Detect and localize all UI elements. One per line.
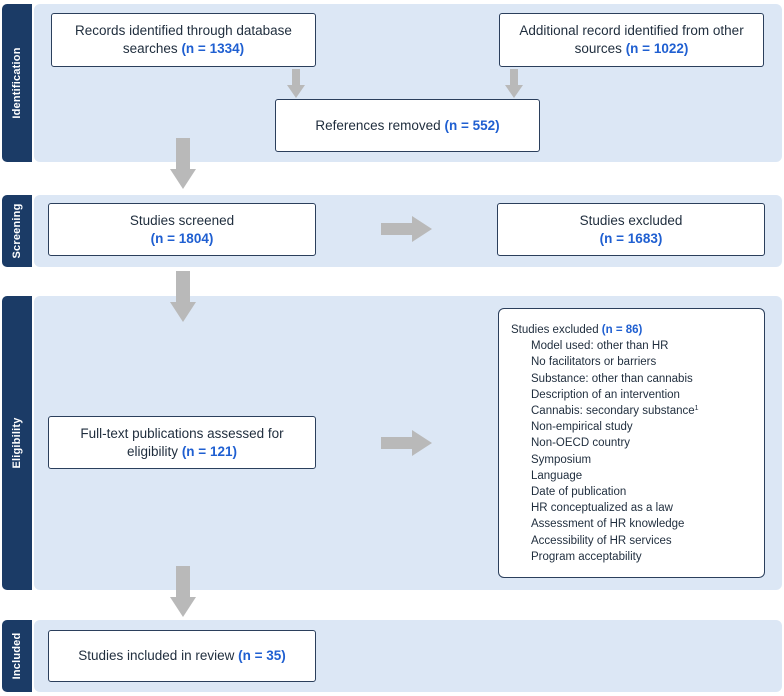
included-count: (n = 35)	[238, 648, 286, 663]
fulltext-count: (n = 121)	[181, 443, 237, 459]
db-search-text: Records identified through database sear…	[75, 23, 292, 56]
arrow-right-eligibility	[381, 430, 432, 456]
eligibility-label: Eligibility	[11, 417, 23, 469]
fulltext-box: Full-text publications assessed for elig…	[48, 416, 316, 469]
exclusion-reason: Language	[531, 469, 583, 482]
exclusion-reason: Cannabis: secondary substance	[531, 405, 695, 418]
eligibility-exclusions-count: (n = 86)	[601, 324, 643, 336]
excluded-screening-text: Studies excluded	[579, 212, 683, 228]
excluded-screening-count: (n = 1683)	[599, 230, 663, 246]
exclusion-reason: Substance: other than cannabis	[531, 372, 693, 385]
other-sources-text: Additional record identified from other …	[519, 23, 744, 56]
arrow-right-screening	[381, 216, 432, 242]
exclusion-reason: Non-OECD country	[531, 437, 631, 450]
db-search-count: (n = 1334)	[181, 41, 245, 56]
eligibility-exclusions-title: Studies excluded	[511, 324, 599, 336]
other-sources-box: Additional record identified from other …	[499, 13, 764, 67]
removed-count: (n = 552)	[444, 117, 500, 133]
removed-box: References removed (n = 552)	[275, 99, 540, 152]
db-search-box: Records identified through database sear…	[51, 13, 316, 67]
eligibility-label-bar: Eligibility	[2, 296, 32, 590]
identification-label-bar: Identification	[2, 4, 32, 162]
exclusion-reason: Description of an intervention	[531, 388, 680, 401]
footnote-marker: 1	[694, 405, 699, 413]
included-text: Studies included in review	[78, 648, 235, 663]
eligibility-exclusions-box: Studies excluded (n = 86) Model used: ot…	[498, 308, 765, 578]
screened-box: Studies screened (n = 1804)	[48, 203, 316, 256]
arrow-down-to-included	[170, 566, 196, 617]
exclusion-reasons-list: Model used: other than HR No facilitator…	[511, 338, 754, 565]
exclusion-reason: Model used: other than HR	[531, 340, 669, 353]
included-box: Studies included in review (n = 35)	[48, 630, 316, 682]
exclusion-reason: Program acceptability	[531, 550, 642, 563]
arrow-down-to-screening	[170, 138, 196, 189]
exclusion-reason: Accessibility of HR services	[531, 534, 672, 547]
exclusion-reason: Non-empirical study	[531, 421, 633, 434]
screening-label: Screening	[11, 203, 23, 259]
exclusion-reason-with-footnote: Cannabis: secondary substance1	[531, 403, 754, 419]
other-sources-count: (n = 1022)	[625, 41, 689, 56]
exclusion-reason: Symposium	[531, 453, 592, 466]
screened-text: Studies screened	[129, 212, 235, 228]
arrow-db-to-removed	[287, 69, 305, 98]
arrow-down-to-eligibility	[170, 271, 196, 322]
exclusion-reason: No facilitators or barriers	[531, 356, 657, 369]
screening-label-bar: Screening	[2, 195, 32, 267]
eligibility-exclusions-heading: Studies excluded (n = 86)	[511, 322, 754, 338]
included-label: Included	[11, 632, 23, 680]
exclusion-reason: Date of publication	[531, 486, 627, 499]
exclusion-reason: HR conceptualized as a law	[531, 502, 673, 515]
fulltext-text: Full-text publications assessed for elig…	[80, 425, 284, 459]
identification-label: Identification	[11, 47, 23, 119]
exclusion-reason: Assessment of HR knowledge	[531, 518, 685, 531]
excluded-screening-box: Studies excluded (n = 1683)	[497, 203, 765, 256]
arrow-other-to-removed	[505, 69, 523, 98]
screened-count: (n = 1804)	[150, 230, 214, 246]
included-label-bar: Included	[2, 620, 32, 692]
removed-text: References removed	[315, 117, 441, 133]
